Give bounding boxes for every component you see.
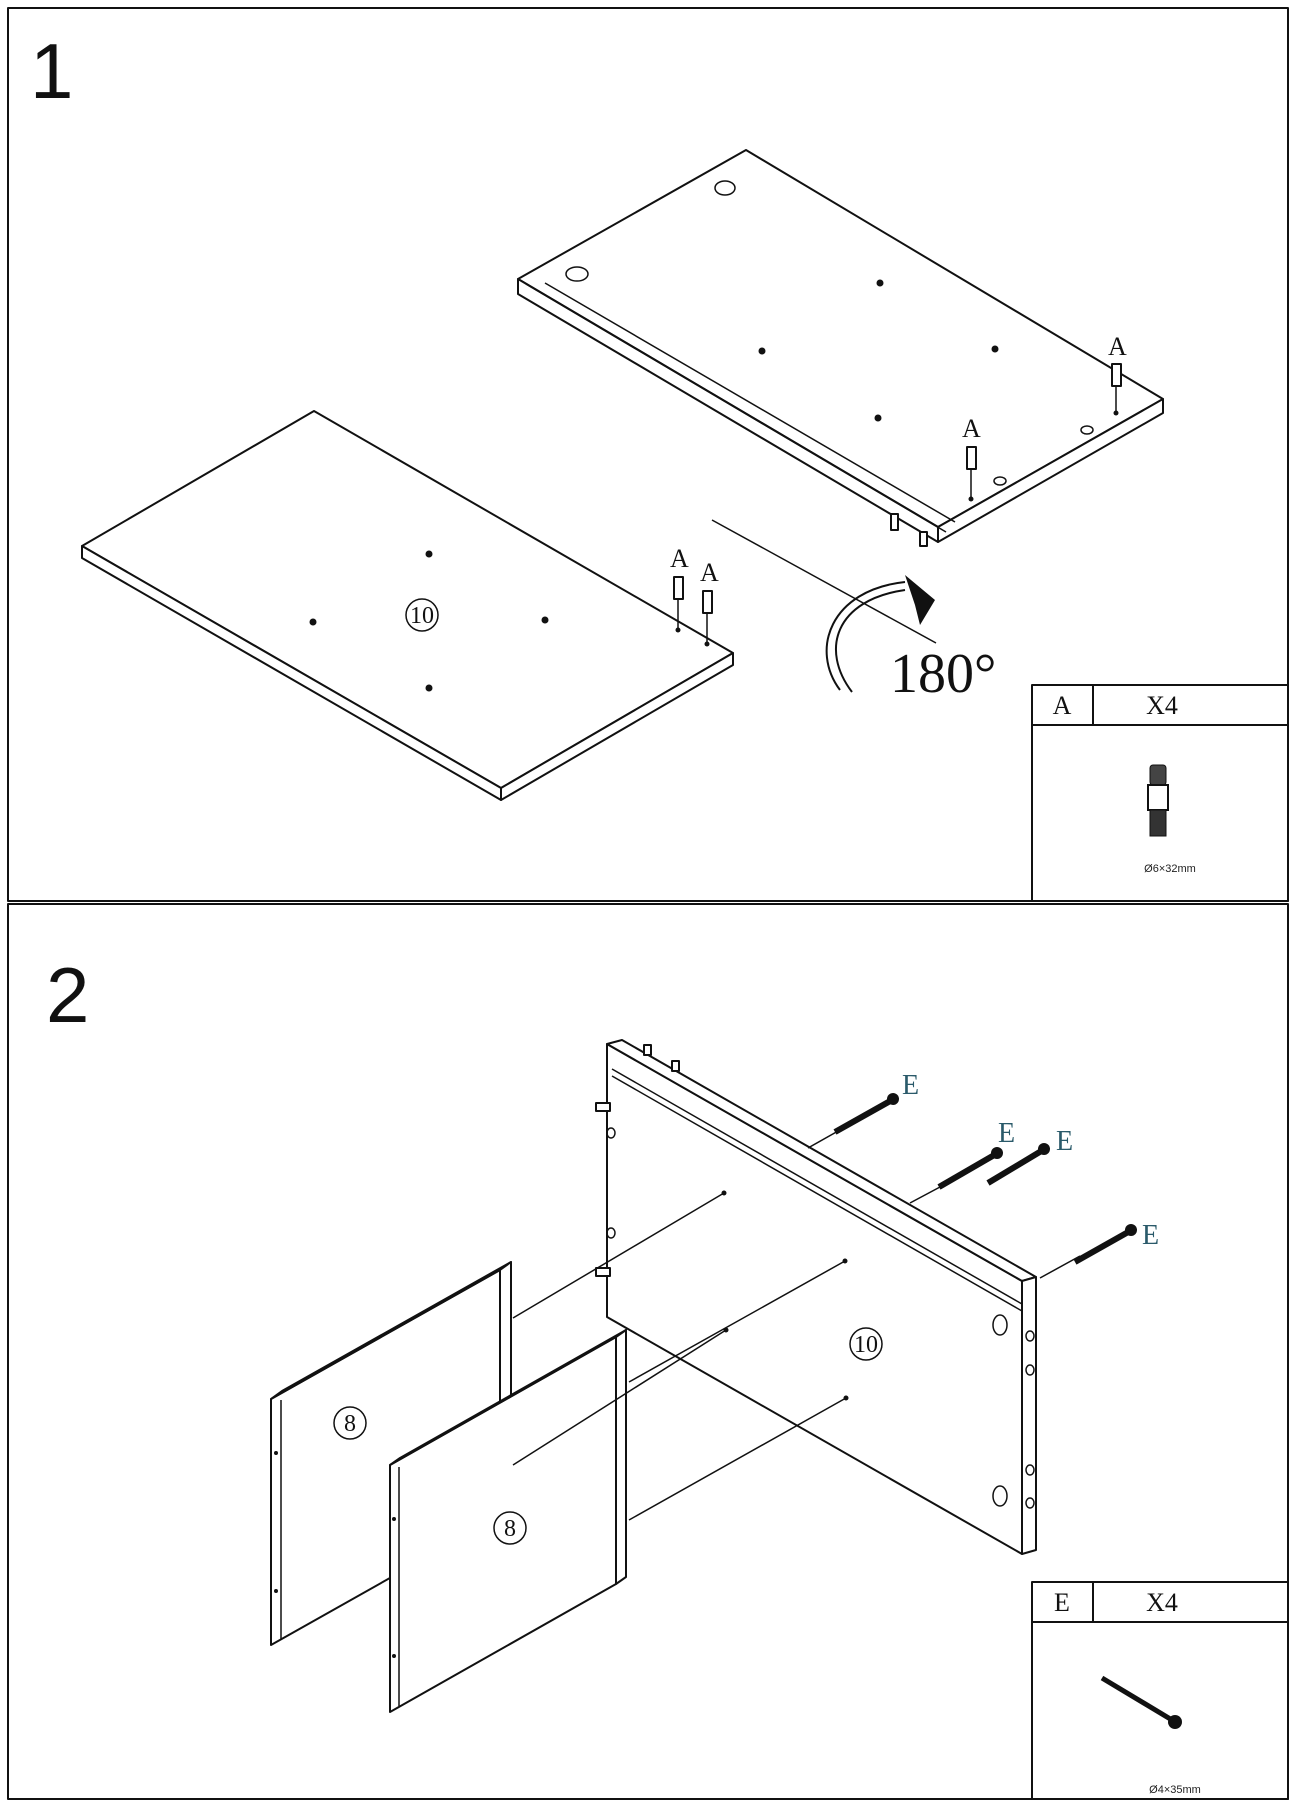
screw-icon (1100, 1675, 1182, 1729)
parts-box-code: A (1053, 691, 1072, 720)
guide-lines (512, 1125, 1081, 1521)
rotation-label: 180° (890, 643, 996, 705)
parts-box-code: E (1054, 1588, 1070, 1617)
dowel-label: A (670, 544, 689, 573)
part-number-label: 8 (504, 1516, 516, 1542)
dowel-icon (1147, 764, 1169, 837)
dowel-label: A (1108, 332, 1127, 361)
dowel-label: A (962, 414, 981, 443)
screw-label: E (998, 1118, 1015, 1149)
parts-box-a (1031, 684, 1289, 902)
step-1-panel-10 (81, 410, 734, 801)
rotation-axis (711, 519, 937, 644)
dowel-icon (966, 363, 1122, 502)
dowel-label: A (700, 558, 719, 587)
screw-label: E (1142, 1220, 1159, 1251)
screw-label: E (902, 1070, 919, 1101)
part-number-label: 8 (344, 1411, 356, 1437)
step-1-frame (7, 7, 1289, 902)
parts-box-quantity: X4 (1146, 691, 1178, 720)
parts-box-size: Ø6×32mm (1144, 863, 1196, 875)
step-2-number: 2 (46, 951, 89, 1039)
parts-box-size: Ø4×35mm (1149, 1784, 1201, 1796)
dowel-icon (673, 576, 713, 647)
part-number-label: 10 (854, 1332, 878, 1358)
rotate-arrow-icon (825, 575, 935, 693)
step-2-frame (7, 903, 1289, 1800)
step-1-number: 1 (30, 27, 73, 115)
screw-icon (833, 1093, 1137, 1265)
parts-box-quantity: X4 (1146, 1588, 1178, 1617)
step-2-side-panel-8-front (389, 1329, 627, 1713)
parts-box-e (1031, 1581, 1289, 1800)
part-number-label: 10 (410, 603, 434, 629)
step-1-back-panel (517, 149, 1164, 547)
step-2-panel-10 (595, 1039, 1037, 1555)
screw-label: E (1056, 1126, 1073, 1157)
